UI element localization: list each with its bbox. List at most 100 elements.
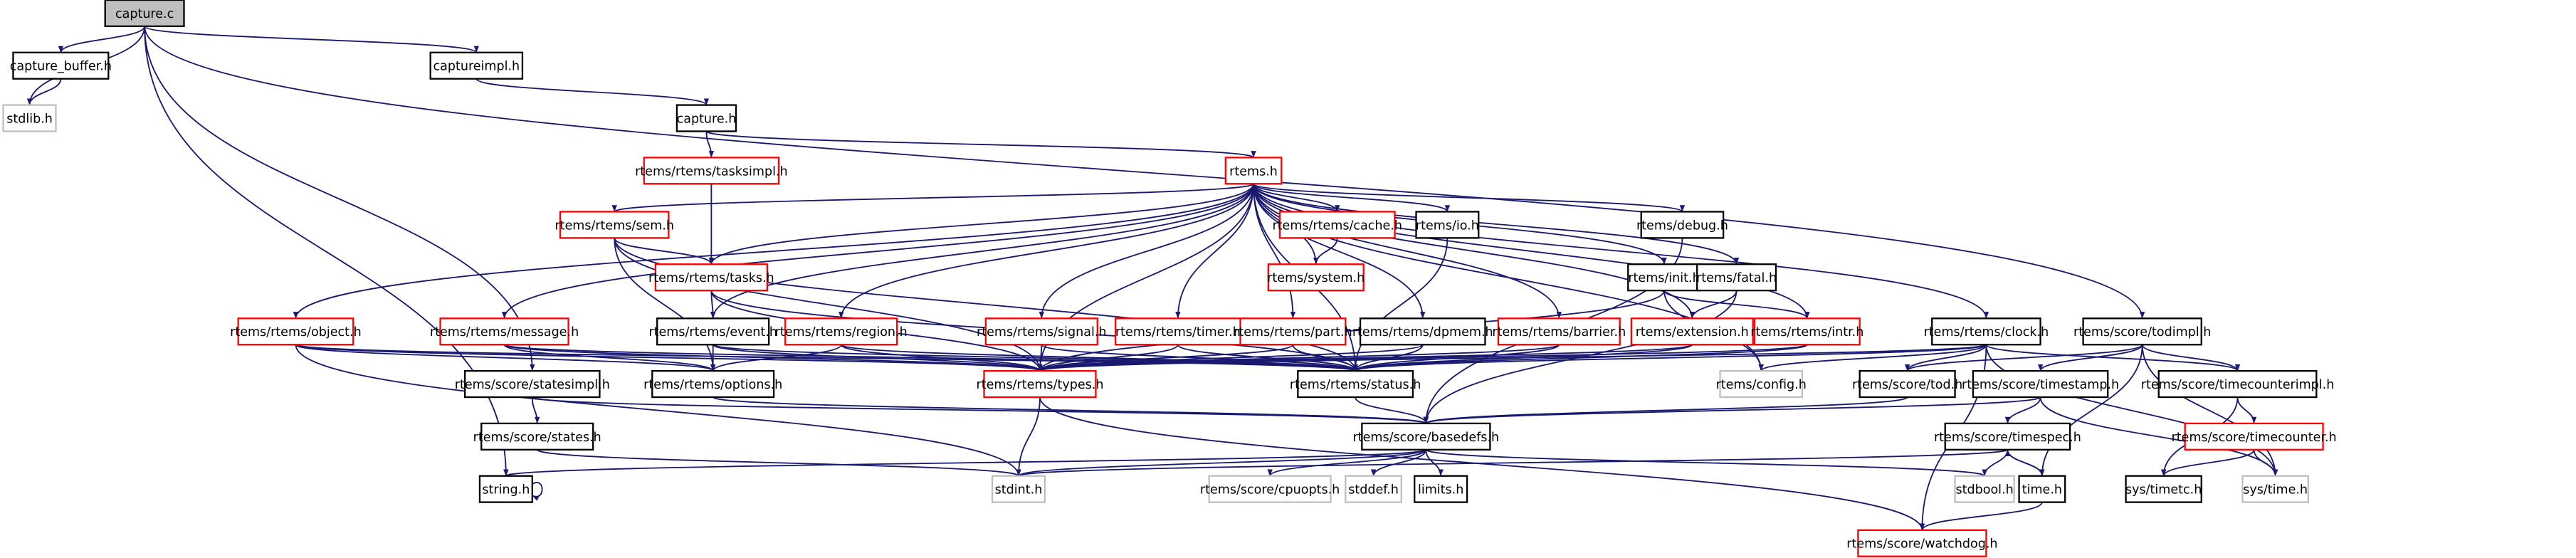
edge-signal_h-to-status_h — [1041, 344, 1358, 372]
edge-capture_h-to-rtems_h — [705, 130, 1256, 159]
node-dpmem-h[interactable]: rtems/rtems/dpmem.h — [1352, 317, 1493, 346]
node-timestamp-h[interactable]: rtems/score/timestamp.h — [1962, 369, 2119, 399]
node-limits-h[interactable]: limits.h — [1414, 475, 1468, 503]
node-options-h[interactable]: rtems/rtems/options.h — [643, 369, 782, 399]
node-label: rtems/system.h — [1267, 271, 1365, 285]
edge-timer_h-to-status_h — [1177, 344, 1358, 372]
node-stdint-h[interactable]: stdint.h — [991, 475, 1046, 503]
node-label: rtems.h — [1229, 164, 1278, 179]
node-label: rtems/rtems/event.h — [648, 325, 777, 339]
node-intr-h[interactable]: rtems/rtems/intr.h — [1750, 317, 1863, 346]
node-rtems-h[interactable]: rtems.h — [1224, 157, 1283, 185]
node-box — [654, 263, 769, 292]
node-barrier-h[interactable]: rtems/rtems/barrier.h — [1492, 317, 1626, 346]
node-sem-h[interactable]: rtems/rtems/sem.h — [554, 211, 674, 239]
edge-basedefs_h-to-stddef_h — [1370, 449, 1427, 476]
node-label: rtems/score/timecounter.h — [2172, 431, 2337, 445]
node-cache-h[interactable]: rtems/rtems/cache.h — [1272, 211, 1402, 239]
node-label: rtems/debug.h — [1636, 219, 1728, 233]
node-system-h[interactable]: rtems/system.h — [1267, 263, 1365, 292]
node-label: sys/time.h — [2243, 483, 2308, 498]
node-label: stdbool.h — [1955, 483, 2013, 498]
node-box — [237, 317, 354, 346]
edges-layer — [26, 26, 2278, 531]
node-status-h[interactable]: rtems/rtems/status.h — [1290, 369, 1421, 399]
node-event-h[interactable]: rtems/rtems/event.h — [648, 317, 777, 346]
edge-rtems_h-to-extension_h — [1253, 184, 1695, 319]
node-box — [1857, 529, 1987, 557]
node-message-h[interactable]: rtems/rtems/message.h — [430, 317, 579, 346]
node-box — [675, 104, 737, 132]
node-timecounter-h[interactable]: rtems/score/timecounter.h — [2172, 422, 2337, 451]
node-capture-buffer-h[interactable]: capture_buffer.h — [10, 51, 112, 80]
node-box — [2082, 317, 2202, 346]
node-timetc-h[interactable]: sys/timetc.h — [2125, 475, 2202, 503]
edge-sem_h-to-types_h — [614, 238, 1043, 372]
edge-object_h-to-stdint_h — [295, 344, 1021, 476]
edge-basedefs_h-to-stdbool_h — [1425, 448, 1987, 477]
node-clock-h[interactable]: rtems/rtems/clock.h — [1924, 317, 2049, 346]
node-box — [784, 317, 898, 346]
edge-intr_h-to-status_h — [1352, 344, 1808, 372]
node-watchdog-h[interactable]: rtems/score/watchdog.h — [1846, 529, 1998, 557]
edge-clock_h-to-timecounterimpl_h — [1985, 344, 2241, 372]
node-states-h[interactable]: rtems/score/states.h — [473, 422, 601, 451]
node-extension-h[interactable]: rtems/extension.h — [1630, 317, 1754, 346]
node-timespec-h[interactable]: rtems/score/timespec.h — [1934, 422, 2081, 451]
node-box — [1944, 422, 2071, 451]
node-box — [1415, 211, 1480, 239]
node-box — [1224, 157, 1283, 185]
edge-rtems_h-to-intr_h — [1253, 184, 1810, 319]
node-capture-h[interactable]: capture.h — [675, 104, 737, 132]
edge-timespec_h-to-stdint_h — [1016, 448, 2009, 477]
node-label: rtems/extension.h — [1636, 325, 1749, 339]
node-tod-h[interactable]: rtems/score/tod.h — [1852, 369, 1962, 399]
node-label: rtems/rtems/options.h — [643, 378, 782, 392]
node-box — [478, 475, 533, 503]
node-stdlib-h[interactable]: stdlib.h — [2, 104, 57, 132]
node-debug-h[interactable]: rtems/debug.h — [1636, 211, 1728, 239]
edge-fatal_h-to-extension_h — [1689, 290, 1738, 319]
node-time-h[interactable]: time.h — [2018, 475, 2066, 503]
node-tasks-h[interactable]: rtems/rtems/tasks.h — [648, 263, 774, 292]
edge-rtems_h-to-event_h — [710, 184, 1254, 319]
node-cpuopts-h[interactable]: rtems/score/cpuopts.h — [1200, 475, 1340, 503]
node-capture-c[interactable]: capture.c — [104, 0, 185, 28]
node-part-h[interactable]: rtems/rtems/part.h — [1234, 317, 1352, 346]
edge-basedefs_h-to-cpuopts_h — [1267, 449, 1427, 477]
node-region-h[interactable]: rtems/rtems/region.h — [775, 317, 908, 346]
node-types-h[interactable]: rtems/rtems/types.h — [977, 369, 1104, 399]
node-basedefs-h[interactable]: rtems/score/basedefs.h — [1353, 422, 1500, 451]
node-signal-h[interactable]: rtems/rtems/signal.h — [977, 317, 1107, 346]
node-object-h[interactable]: rtems/rtems/object.h — [230, 317, 362, 346]
node-systime-h[interactable]: sys/time.h — [2241, 475, 2309, 503]
edge-rtems_h-to-clock_h — [1253, 184, 1989, 319]
node-stdbool-h[interactable]: stdbool.h — [1954, 475, 2015, 503]
node-init-h[interactable]: rtems/init.h — [1627, 263, 1701, 292]
edge-types_h-to-stdint_h — [1016, 397, 1041, 476]
node-label: capture_buffer.h — [10, 60, 112, 74]
node-fatal-h[interactable]: rtems/fatal.h — [1696, 263, 1777, 292]
node-box — [464, 369, 601, 399]
node-stddef-h[interactable]: stddef.h — [1345, 475, 1402, 503]
node-label: sys/timetc.h — [2125, 483, 2202, 498]
node-captureimpl-h[interactable]: captureimpl.h — [429, 51, 524, 80]
node-box — [2157, 369, 2318, 399]
node-timecounterimpl-h[interactable]: rtems/score/timecounterimpl.h — [2141, 369, 2335, 399]
node-statesimpl-h[interactable]: rtems/score/statesimpl.h — [455, 369, 610, 399]
edge-statesimpl_h-to-states_h — [531, 397, 540, 423]
node-string-h[interactable]: string.h — [478, 475, 533, 503]
node-box — [1115, 317, 1241, 346]
node-io-h[interactable]: rtems/io.h — [1415, 211, 1480, 239]
node-timer-h[interactable]: rtems/rtems/timer.h — [1115, 317, 1241, 346]
node-todimpl-h[interactable]: rtems/score/todimpl.h — [2073, 317, 2211, 346]
node-config-h[interactable]: rtems/config.h — [1716, 369, 1807, 399]
node-box — [1345, 475, 1402, 503]
node-tasksimpl-h[interactable]: rtems/rtems/tasksimpl.h — [635, 157, 788, 185]
edge-capture_c-to-todimpl_h — [144, 26, 2145, 319]
node-label: time.h — [2022, 483, 2062, 498]
node-box — [656, 317, 770, 346]
edge-clock_h-to-types_h — [1037, 344, 1987, 372]
node-label: capture.c — [115, 7, 174, 21]
